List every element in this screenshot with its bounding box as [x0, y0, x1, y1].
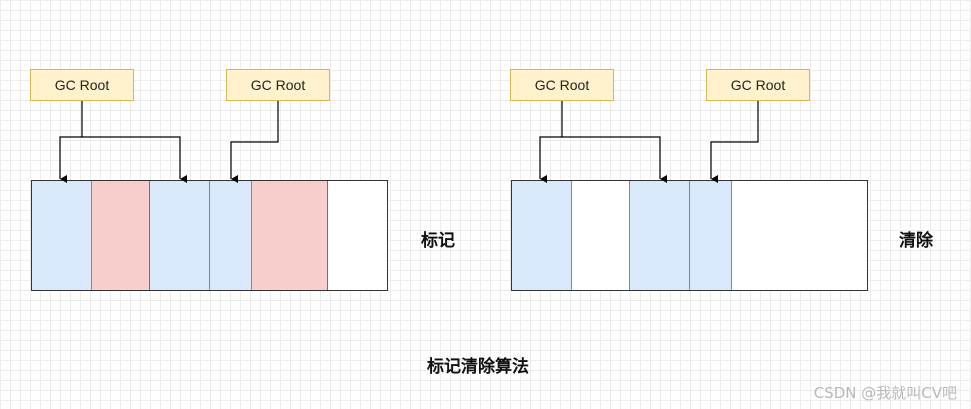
gc-root-right-1: GC Root — [510, 69, 614, 101]
memory-segment-free — [731, 181, 868, 290]
diagram-caption: 标记清除算法 — [427, 357, 529, 377]
reference-arrow — [562, 136, 667, 183]
memory-segment-live — [150, 181, 211, 290]
reference-arrow — [82, 136, 187, 183]
memory-segment-live — [690, 181, 732, 290]
memory-block-mark — [31, 180, 388, 291]
phase-label-sweep: 清除 — [899, 231, 933, 251]
gc-root-right-2: GC Root — [706, 69, 810, 101]
reference-arrow — [230, 101, 279, 183]
memory-segment-live — [512, 181, 572, 290]
phase-label-mark: 标记 — [421, 231, 455, 251]
reference-arrow — [710, 101, 759, 183]
memory-segment-free — [571, 181, 631, 290]
memory-segment-garbage — [251, 181, 329, 290]
memory-segment-live — [32, 181, 92, 290]
memory-segment-garbage — [91, 181, 151, 290]
reference-arrow — [539, 101, 563, 183]
memory-segment-live — [210, 181, 252, 290]
gc-root-left-2: GC Root — [226, 69, 330, 101]
gc-root-left-1: GC Root — [30, 69, 134, 101]
watermark: CSDN @我就叫CV吧 — [813, 384, 957, 402]
memory-segment-live — [630, 181, 691, 290]
memory-segment-free — [328, 181, 388, 290]
reference-arrow — [59, 101, 83, 183]
memory-block-sweep — [511, 180, 868, 291]
